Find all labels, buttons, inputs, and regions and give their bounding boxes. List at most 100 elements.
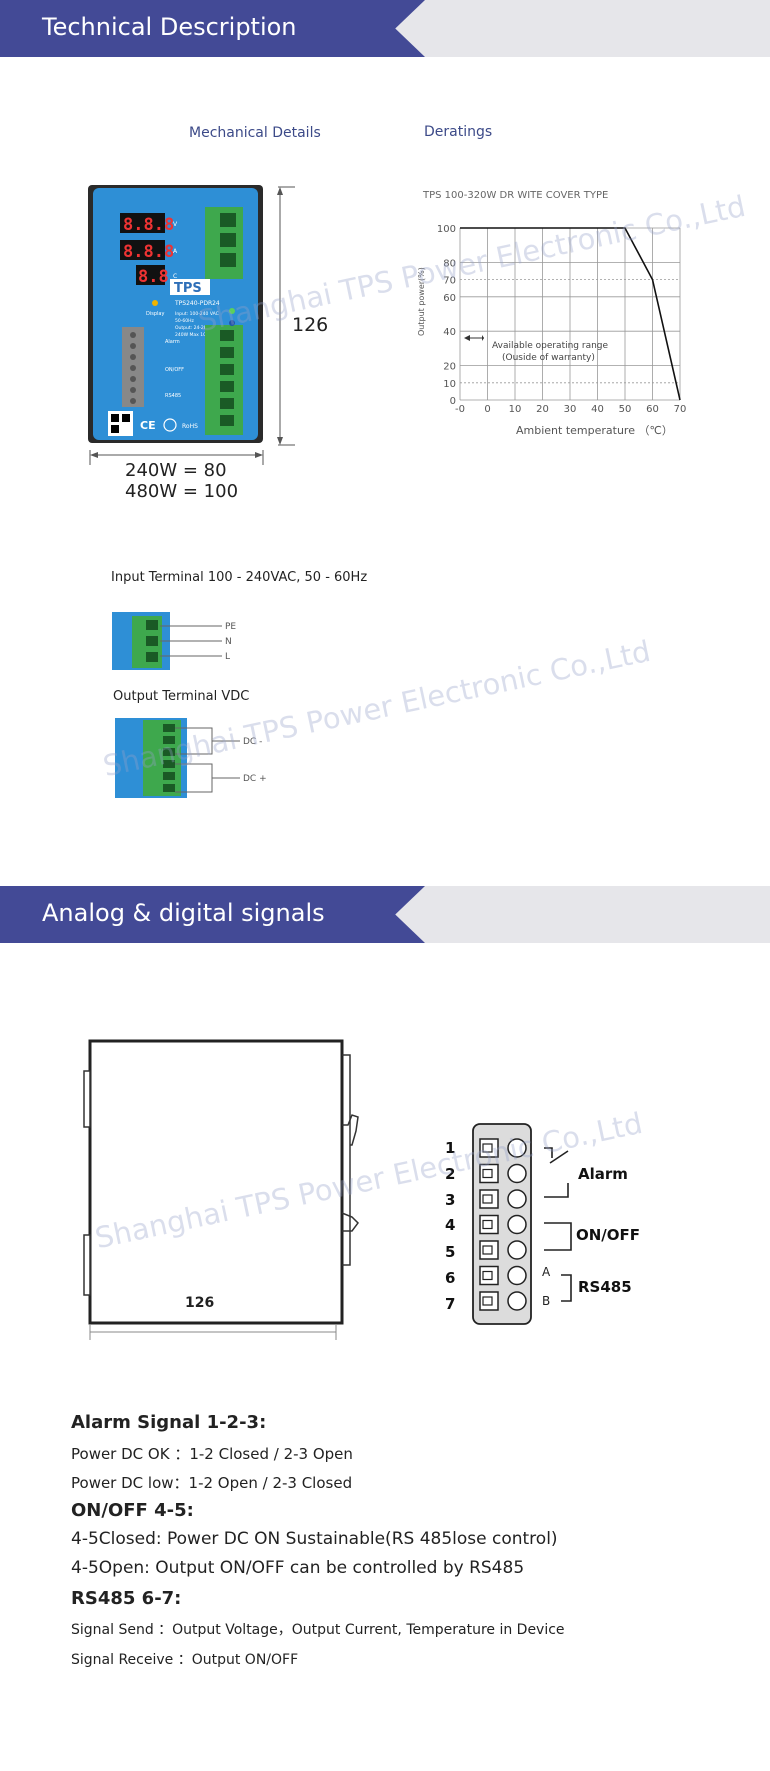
a-label: A — [542, 1265, 551, 1279]
alarm-signal-title: Alarm Signal 1-2-3: — [71, 1412, 267, 1433]
y-tick-label: 0 — [450, 396, 456, 407]
svg-text:Output: 24-28 VDC: Output: 24-28 VDC — [175, 325, 218, 331]
derating-line — [460, 227, 681, 401]
y-axis-label: Output power(%) — [417, 267, 426, 336]
alarm-low-text: Power DC low：1-2 Open / 2-3 Closed — [71, 1474, 353, 1492]
b-label: B — [542, 1294, 550, 1308]
banner-accent — [0, 0, 425, 57]
rs485-send-text: Signal Send ：Output Voltage，Output Curre… — [71, 1622, 565, 1638]
display-label: Display — [146, 311, 164, 317]
pin-pe: PE — [225, 622, 236, 632]
y-tick-label: 100 — [437, 224, 456, 235]
pin-label: 3 — [445, 1191, 455, 1209]
pin-screw — [507, 1138, 527, 1158]
banner-accent — [0, 886, 425, 943]
width-480w: 480W = 100 — [125, 481, 239, 502]
y-tick-label: 40 — [443, 327, 456, 338]
section-banner-analog: Analog & digital signals — [0, 886, 770, 943]
pin-slot — [482, 1194, 493, 1204]
x-tick-label: 50 — [619, 404, 632, 415]
input-terminal-drawing: PE N L — [112, 612, 236, 670]
alarm-label: Alarm — [578, 1165, 628, 1183]
svg-text:50-60Hz: 50-60Hz — [175, 318, 194, 324]
section-banner-technical: Technical Description — [0, 0, 770, 57]
side-width-dimension: 126 — [185, 1295, 215, 1311]
pin-n: N — [225, 637, 232, 647]
rohs-mark: RoHS — [182, 423, 198, 430]
rs485-label: RS485 — [578, 1278, 632, 1296]
rs485-title: RS485 6-7: — [71, 1588, 182, 1609]
onoff-title: ON/OFF 4-5: — [71, 1500, 194, 1521]
device-side-drawing — [83, 1039, 359, 1340]
onoff-label: ON/OFF — [576, 1226, 640, 1244]
svg-text:8.8.8: 8.8.8 — [123, 242, 174, 262]
pin-slot — [482, 1296, 493, 1306]
meter-letter: C — [173, 273, 177, 280]
pin-slot — [482, 1270, 493, 1281]
x-tick-label: -0 — [455, 404, 465, 415]
meter-letter: A — [173, 248, 178, 255]
pin-screw — [507, 1291, 527, 1311]
pin-screw — [507, 1189, 527, 1209]
pin-screw — [507, 1240, 527, 1260]
alarm-mini-label: Alarm — [165, 339, 180, 345]
pin-screw — [507, 1163, 527, 1184]
model-text: TPS240-PDR24 — [174, 300, 220, 307]
pin-dc-plus: DC + — [243, 774, 267, 784]
signal-connector-diagram: 1 2 3 4 5 6 7 Alarm ON/OFF RS485 A B — [445, 1123, 640, 1325]
onoff-closed-text: 4-5Closed: Power DC ON Sustainable(RS 48… — [71, 1529, 558, 1549]
rs485-receive-text: Signal Receive ：Output ON/OFF — [71, 1652, 299, 1668]
x-axis-label: Ambient temperature （℃） — [516, 424, 673, 437]
y-tick-label: 60 — [443, 293, 456, 304]
pin-l: L — [225, 652, 230, 662]
deratings-label: Deratings — [424, 124, 493, 140]
pin-screw — [507, 1265, 527, 1286]
derating-chart: TPS 100-320W DR WITE COVER TYPE Output p… — [417, 190, 687, 437]
pin-slot — [482, 1219, 493, 1230]
svg-text:8.8.8: 8.8.8 — [123, 215, 174, 235]
onoff-mini-label: ON/OFF — [165, 367, 184, 373]
x-tick-label: 0 — [484, 404, 490, 415]
input-terminal-title: Input Terminal 100 - 240VAC, 50 - 60Hz — [111, 570, 368, 585]
pin-label: 6 — [445, 1269, 455, 1287]
pin-dc-minus: DC - — [243, 737, 262, 747]
pin-label: 5 — [445, 1243, 455, 1261]
x-tick-label: 60 — [646, 404, 659, 415]
pin-slot — [482, 1143, 493, 1153]
width-240w: 240W = 80 — [125, 460, 227, 481]
pin-screw — [507, 1214, 527, 1235]
chart-annotation: (Ouside of warranty) — [502, 353, 595, 363]
height-dimension: 126 — [292, 314, 329, 336]
device-front-drawing: 8.8.8 8.8.8 8.8 V A C TPS TPS240-PDR24 Inp… — [88, 185, 295, 465]
x-tick-label: 70 — [674, 404, 687, 415]
output-terminal-title: Output Terminal VDC — [113, 689, 250, 704]
pin-label: 4 — [445, 1216, 455, 1234]
ce-mark: CE — [140, 419, 156, 432]
y-tick-label: 70 — [443, 276, 456, 287]
y-tick-label: 10 — [443, 379, 456, 390]
pin-slot — [482, 1245, 493, 1255]
output-terminal-drawing: DC - DC + — [115, 718, 267, 798]
onoff-open-text: 4-5Open: Output ON/OFF can be controlled… — [71, 1558, 525, 1578]
section-title: Analog & digital signals — [42, 899, 325, 927]
section-title: Technical Description — [42, 13, 297, 41]
x-tick-label: 20 — [536, 404, 549, 415]
x-tick-label: 10 — [509, 404, 522, 415]
pin-label: 1 — [445, 1139, 455, 1157]
svg-text:Input: 100-240 VAC: Input: 100-240 VAC — [175, 311, 219, 317]
mechanical-details-label: Mechanical Details — [189, 125, 321, 141]
x-tick-label: 40 — [591, 404, 604, 415]
meter-letter: V — [173, 221, 178, 228]
svg-text:8.8: 8.8 — [138, 267, 169, 287]
chart-annotation: Available operating range — [492, 341, 609, 351]
y-tick-label: 20 — [443, 362, 456, 373]
pin-slot — [482, 1168, 493, 1179]
chart-title: TPS 100-320W DR WITE COVER TYPE — [422, 190, 608, 201]
rs485-mini-label: RS485 — [165, 393, 181, 399]
y-tick-label: 80 — [443, 258, 456, 269]
pin-label: 7 — [445, 1295, 455, 1313]
brand-logo: TPS — [174, 281, 202, 296]
svg-text:240W Max 10A: 240W Max 10A — [175, 332, 210, 338]
alarm-ok-text: Power DC OK ：1-2 Closed / 2-3 Open — [71, 1445, 353, 1463]
pin-label: 2 — [445, 1165, 455, 1183]
